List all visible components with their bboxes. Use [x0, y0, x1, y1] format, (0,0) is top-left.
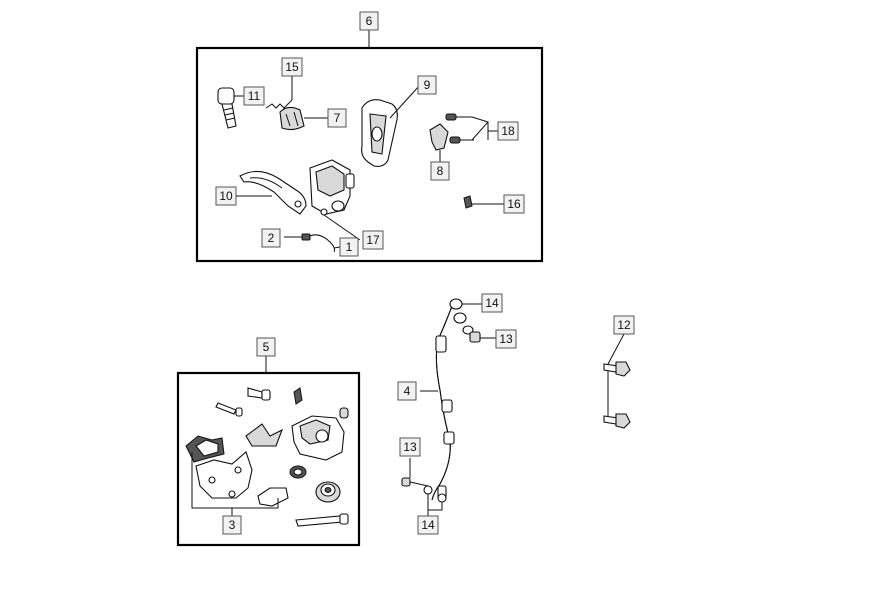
svg-text:7: 7	[334, 111, 341, 125]
callout-2: 2	[261, 228, 281, 248]
part-16-bleeder	[463, 195, 504, 209]
callout-13-top: 13	[495, 329, 517, 349]
svg-text:13: 13	[499, 332, 513, 346]
svg-text:2: 2	[268, 231, 275, 245]
part-18-screws	[445, 113, 498, 144]
svg-text:17: 17	[366, 233, 380, 247]
callout-16: 16	[503, 194, 525, 214]
callout-12: 12	[613, 315, 635, 335]
part-9-reservoir-cover	[361, 84, 421, 167]
svg-text:16: 16	[507, 197, 521, 211]
part-15-spring	[265, 76, 293, 109]
caliper-group	[176, 356, 361, 547]
svg-text:1: 1	[346, 240, 353, 254]
callout-13-bottom: 13	[399, 437, 421, 457]
svg-text:13: 13	[403, 440, 417, 454]
callout-4: 4	[397, 381, 417, 401]
callout-7: 7	[327, 108, 347, 128]
callout-11: 11	[243, 86, 265, 106]
svg-text:6: 6	[366, 14, 373, 28]
callout-14-bottom: 14	[417, 515, 439, 535]
svg-text:9: 9	[424, 78, 431, 92]
callout-6: 6	[359, 11, 379, 31]
callout-17: 17	[362, 230, 384, 250]
svg-text:14: 14	[485, 296, 499, 310]
callout-18: 18	[497, 121, 519, 141]
part-11-adjuster	[217, 87, 244, 129]
svg-text:11: 11	[248, 89, 261, 103]
callout-1: 1	[339, 237, 359, 257]
bolts-12-group	[603, 333, 631, 429]
caliper-piston	[315, 481, 341, 503]
svg-text:3: 3	[229, 518, 236, 532]
callout-8: 8	[430, 161, 450, 181]
svg-text:15: 15	[285, 60, 299, 74]
svg-text:8: 8	[437, 164, 444, 178]
callout-9: 9	[417, 75, 437, 95]
svg-text:18: 18	[501, 124, 515, 138]
part-7-boot	[279, 106, 328, 131]
caliper-body	[291, 415, 345, 461]
part-8-clamp	[429, 123, 449, 162]
brake-hose-group	[401, 298, 496, 518]
svg-text:14: 14	[421, 518, 435, 532]
master-cylinder-group	[195, 30, 544, 263]
part-10-lever	[236, 170, 307, 215]
callout-15: 15	[281, 57, 303, 77]
caliper-frame	[176, 371, 361, 547]
callout-5: 5	[256, 337, 276, 357]
svg-text:12: 12	[617, 318, 631, 332]
callout-3: 3	[222, 515, 242, 535]
master-cylinder-body	[309, 159, 355, 216]
svg-text:10: 10	[219, 189, 233, 203]
callout-14-top: 14	[481, 293, 503, 313]
callout-10: 10	[215, 186, 237, 206]
part-1-2-17-fittings	[284, 214, 361, 253]
svg-text:5: 5	[263, 340, 270, 354]
svg-text:4: 4	[404, 384, 411, 398]
